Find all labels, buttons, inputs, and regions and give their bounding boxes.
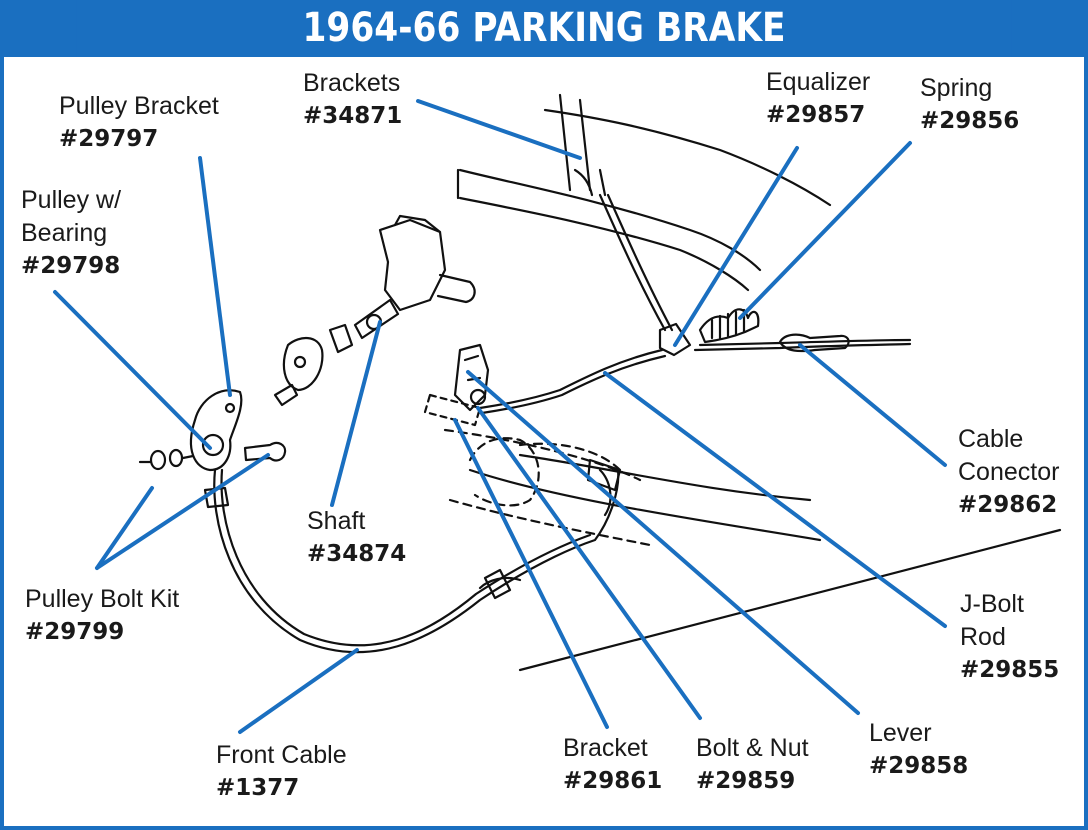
leader-pulley-bracket — [198, 156, 232, 397]
page-title: 1964-66 PARKING BRAKE — [76, 0, 1012, 57]
leader-spring — [738, 141, 912, 320]
label-pulley-bearing: Pulley w/ Bearing #29798 — [21, 186, 122, 279]
leader-bracket — [453, 418, 609, 729]
leader-pulley-bolt-kit-b — [95, 453, 270, 570]
shaft-shape — [353, 298, 400, 340]
equalizer-shape — [658, 322, 692, 357]
label-brackets: Brackets #34871 — [303, 69, 403, 129]
label-bracket: Bracket #29861 — [563, 734, 663, 794]
label-bolt-nut: Bolt & Nut #29859 — [696, 734, 809, 794]
label-cable-connector: Cable Conector #29862 — [958, 425, 1060, 518]
label-front-cable: Front Cable #1377 — [216, 741, 347, 801]
label-equalizer: Equalizer #29857 — [766, 68, 871, 128]
rear-cable — [698, 338, 912, 347]
title-bar: 1964-66 PARKING BRAKE — [0, 0, 1088, 57]
leader-brackets — [416, 99, 582, 160]
label-lever: Lever #29858 — [869, 719, 969, 779]
leader-pulley-bolt-kit-a — [95, 486, 154, 570]
label-pulley-bolt-kit: Pulley Bolt Kit #29799 — [25, 585, 180, 645]
pulley-bolt — [243, 441, 287, 462]
label-spring: Spring #29856 — [920, 74, 1020, 134]
spring-shape — [698, 308, 760, 344]
label-pulley-bracket: Pulley Bracket #29797 — [59, 92, 219, 152]
leader-front-cable — [238, 648, 359, 734]
front-cable-shape — [213, 468, 620, 654]
leader-cable-connector — [798, 343, 947, 467]
pulley-bracket-shape — [190, 389, 243, 472]
cable-connector-shape — [778, 333, 850, 353]
leader-pulley-bearing — [53, 290, 212, 450]
handle-bracket-shape — [378, 218, 447, 312]
leader-bolt-nut — [476, 406, 702, 720]
label-j-bolt-rod: J-Bolt Rod #29855 — [960, 590, 1060, 683]
leader-j-bolt-rod — [603, 371, 947, 628]
leader-lever — [466, 370, 860, 715]
leader-shaft — [330, 320, 382, 507]
j-bolt-rod-shape — [598, 193, 667, 332]
leader-equalizer — [673, 146, 799, 347]
frame-rail — [543, 108, 832, 207]
label-shaft: Shaft #34874 — [307, 507, 407, 567]
